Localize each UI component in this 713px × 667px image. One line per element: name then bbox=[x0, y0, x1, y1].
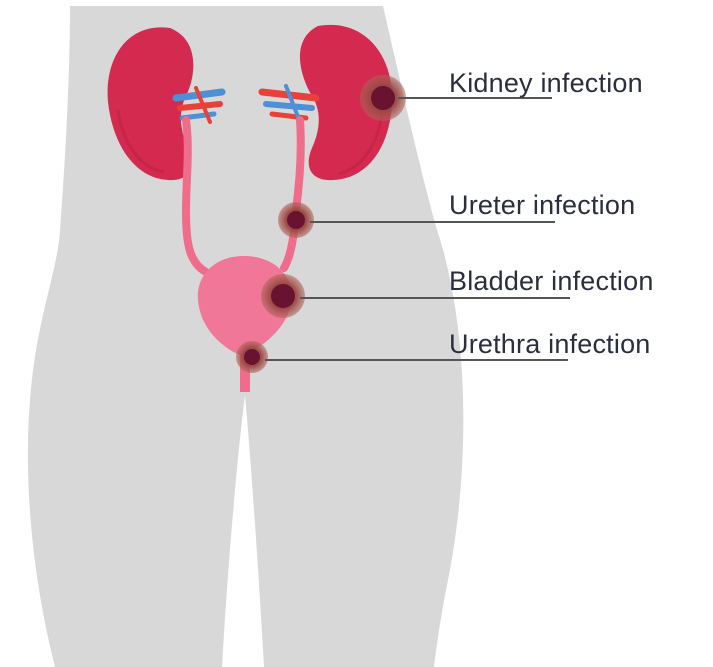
bladder-infection-spot bbox=[261, 274, 305, 318]
ureter-infection-label: Ureter infection bbox=[449, 192, 635, 219]
kidney-infection-label: Kidney infection bbox=[449, 70, 643, 97]
ureter-infection-spot bbox=[278, 202, 314, 238]
urethra-infection-label: Urethra infection bbox=[449, 331, 651, 358]
urethra-infection-spot bbox=[236, 341, 268, 373]
bladder-infection-label: Bladder infection bbox=[449, 268, 654, 295]
